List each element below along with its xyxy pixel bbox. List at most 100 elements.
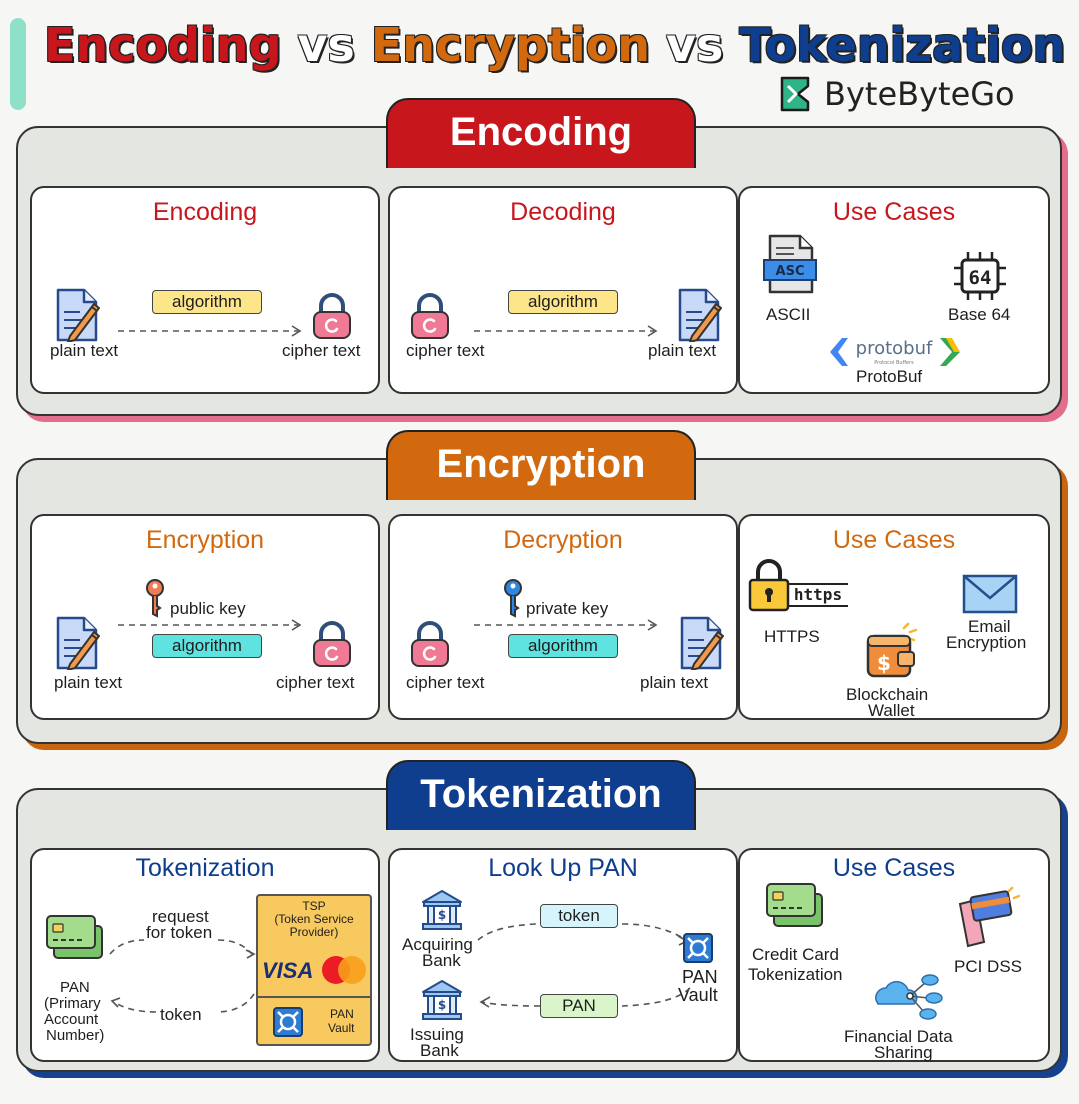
panel-title: Encryption xyxy=(145,526,265,554)
brand-name: ByteByteGo xyxy=(824,75,1015,113)
base64-chip-icon: 64 xyxy=(954,252,1006,300)
key-label: public key xyxy=(170,599,246,618)
dashed-arrow-right xyxy=(118,325,302,337)
panel-title: Use Cases xyxy=(832,854,956,882)
bytebytego-logo-icon xyxy=(780,76,810,112)
label-cc-1: Credit Card xyxy=(752,945,839,964)
svg-text:Protocol Buffers: Protocol Buffers xyxy=(874,360,914,366)
section-tab-encryption: Encryption xyxy=(386,430,696,500)
section-tokenization: Tokenization Tokenization PAN (Primary A… xyxy=(16,760,1062,1072)
label-pan-4: Number) xyxy=(46,1027,105,1044)
private-key-icon xyxy=(504,579,522,618)
panel-encoding-use-cases: Use Cases ASC ASCII 64 Base 64 proto xyxy=(738,186,1050,394)
label-tsp-3: Provider) xyxy=(289,925,339,939)
panel-title: Encoding xyxy=(152,198,258,226)
label-pan-1: PAN xyxy=(60,979,90,996)
mastercard-logo-icon xyxy=(322,956,366,984)
label-request-2: for token xyxy=(146,923,213,942)
label-cc-2: Tokenization xyxy=(748,965,843,984)
label-ascii: ASCII xyxy=(766,305,811,324)
title-vs-2: vs xyxy=(666,18,724,72)
label-pci: PCI DSS xyxy=(954,957,1023,976)
tsp-box: TSP (Token Service Provider) VISA PAN Va… xyxy=(256,894,372,1046)
method-pill: algorithm xyxy=(152,634,262,658)
panel-title: Use Cases xyxy=(832,198,956,226)
dashed-arrow-right xyxy=(118,619,302,631)
label-to: plain text xyxy=(648,341,717,360)
label-from: plain text xyxy=(50,341,119,360)
label-https: HTTPS xyxy=(764,627,820,646)
email-envelope-icon xyxy=(962,574,1018,614)
label-acquiring-2: Bank xyxy=(422,951,461,970)
panel-title: Decoding xyxy=(510,198,616,226)
label-tsp-2: (Token Service xyxy=(274,912,354,926)
label-issuing-2: Bank xyxy=(420,1041,459,1060)
label-vault-1: PAN xyxy=(330,1007,354,1021)
label-to: cipher text xyxy=(276,673,355,692)
label-fin-2: Sharing xyxy=(874,1043,933,1062)
dashed-arrow-right xyxy=(474,325,658,337)
credit-card-icon xyxy=(764,880,826,930)
svg-text:64: 64 xyxy=(969,267,992,289)
method-pill: algorithm xyxy=(508,290,618,314)
pan-vault-icon xyxy=(272,1006,304,1038)
panel-title: Look Up PAN xyxy=(488,854,638,882)
label-token-return: token xyxy=(160,1005,202,1024)
label-from: cipher text xyxy=(406,673,485,692)
label-from: plain text xyxy=(54,673,123,692)
label-email-1: Email xyxy=(968,617,1011,636)
label-vault-1: PAN xyxy=(682,967,718,987)
panel-decoding: Decoding cipher text algorithm plain tex… xyxy=(388,186,738,394)
section-tab-encoding: Encoding xyxy=(386,98,696,168)
brand: ByteByteGo xyxy=(778,74,1015,114)
label-request-1: request xyxy=(152,907,209,926)
dashed-arrow-right xyxy=(474,619,658,631)
public-key-icon xyxy=(146,579,164,618)
label-acquiring-1: Acquiring xyxy=(402,935,473,954)
panel-title: Tokenization xyxy=(135,854,275,882)
credit-card-icon xyxy=(44,912,106,962)
panel-encryption: Encryption public key algorithm plain te… xyxy=(30,514,380,720)
plain-text-document-icon xyxy=(54,616,100,670)
page-title: Encoding vs Encryption vs Tokenization xyxy=(44,18,1065,72)
panel-encoding: Encoding plain text algorithm cipher tex… xyxy=(30,186,380,394)
token-pill: token xyxy=(540,904,618,928)
https-lock-icon: https xyxy=(748,559,848,612)
dashed-arrow-token xyxy=(110,993,255,1013)
accent-bar xyxy=(10,18,26,110)
acquiring-bank-icon xyxy=(420,888,464,932)
label-email-2: Encryption xyxy=(946,633,1027,652)
blockchain-wallet-icon: $ xyxy=(866,622,918,678)
title-encryption: Encryption xyxy=(370,18,650,72)
plain-text-document-icon xyxy=(676,288,722,342)
title-tokenization: Tokenization xyxy=(739,18,1066,72)
label-to: plain text xyxy=(640,673,709,692)
dashed-arrow-pan-to-bank xyxy=(479,987,691,1008)
pan-vault-icon xyxy=(682,932,714,964)
label-tsp-1: TSP xyxy=(302,899,326,913)
label-from: cipher text xyxy=(406,341,485,360)
panel-title: Decryption xyxy=(503,526,623,554)
section-encoding: Encoding Encoding plain text algorithm c… xyxy=(16,98,1062,416)
label-wallet-2: Wallet xyxy=(868,701,915,720)
ascii-file-icon: ASC xyxy=(763,234,817,294)
label-to: cipher text xyxy=(282,341,361,360)
panel-lookup-pan: Look Up PAN Acquiring Bank token PAN Vau… xyxy=(388,848,738,1062)
pan-pill: PAN xyxy=(540,994,618,1018)
label-base64: Base 64 xyxy=(948,305,1011,324)
cipher-lock-icon xyxy=(310,292,354,340)
svg-text:ASC: ASC xyxy=(776,264,805,279)
label-pan-2: (Primary xyxy=(44,995,101,1012)
method-pill: algorithm xyxy=(508,634,618,658)
label-vault-2: Vault xyxy=(328,1021,355,1035)
section-encryption: Encryption Encryption public key algorit… xyxy=(16,430,1062,744)
visa-logo: VISA xyxy=(262,958,314,983)
svg-text:https: https xyxy=(794,585,842,604)
section-tab-tokenization: Tokenization xyxy=(386,760,696,830)
dashed-arrow-request xyxy=(109,939,256,959)
panel-title: Use Cases xyxy=(832,526,956,554)
cipher-lock-icon xyxy=(408,292,452,340)
pci-dss-icon xyxy=(958,886,1020,948)
panel-tokenization-use-cases: Use Cases Credit Card Tokenization PCI D… xyxy=(738,848,1050,1062)
label-fin-1: Financial Data xyxy=(844,1027,953,1046)
